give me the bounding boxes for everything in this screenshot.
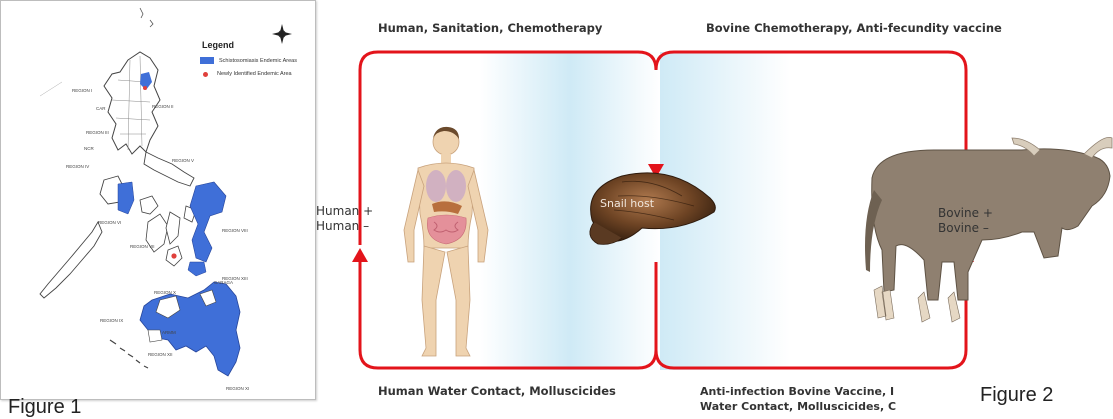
region-label: REGION VI [98,220,121,225]
mindanao-island [140,282,240,376]
newly-identified-marker [171,253,176,258]
legend-item-endemic: Schistosomiasis Endemic Areas [200,57,297,64]
region-label: REGION XIII [222,276,248,281]
label-anti-infection-vaccine-line1: Anti-infection Bovine Vaccine, I [700,385,894,398]
luzon-island [104,52,160,154]
cycle-drawing [322,0,1113,419]
region-label: REGION XII [148,352,173,357]
legend-title: Legend [202,40,234,50]
region-label: CAR [96,106,106,111]
transmission-cycle-diagram: Human, Sanitation, Chemotherapy Bovine C… [322,0,1113,419]
map-legend: Legend Schistosomiasis Endemic Areas New… [196,40,308,110]
legend-label-endemic: Schistosomiasis Endemic Areas [219,58,297,64]
legend-label-new: Newly Identified Endemic Area [217,71,292,77]
figure1-caption: Figure 1 [8,396,81,419]
human-negative-text: Human – [316,219,373,234]
label-human-sanitation-chemotherapy: Human, Sanitation, Chemotherapy [378,21,602,35]
bovine-positive-text: Bovine + [938,206,993,221]
region-label: REGION V [172,158,194,163]
region-label: REGION XI [226,386,249,391]
arrow-up-left-icon [352,248,368,262]
region-label: REGION IX [100,318,123,323]
human-figure-illustration [404,127,488,356]
region-label: REGION I [72,88,92,93]
region-label: ARMM [162,330,176,335]
region-label: REGION IV [66,164,89,169]
bovine-status-label: Bovine + Bovine – [938,206,993,236]
region-label: REGION VII [130,244,155,249]
legend-swatch-endemic [200,57,214,64]
legend-item-new: Newly Identified Endemic Area [200,71,292,77]
region-label: REGION VIII [222,228,248,233]
label-human-water-contact: Human Water Contact, Molluscicides [378,384,616,398]
snail-host-label: Snail host [600,196,654,211]
figure2-caption: Figure 2 [980,384,1053,407]
bovine-negative-text: Bovine – [938,221,993,236]
legend-swatch-new [203,72,208,77]
palawan-island [40,222,102,298]
label-anti-infection-vaccine-line2: Water Contact, Molluscicides, C [700,400,896,413]
human-positive-text: Human + [316,204,373,219]
region-label: REGION X [154,290,176,295]
philippines-map-figure: Legend Schistosomiasis Endemic Areas New… [0,0,316,400]
human-status-label: Human + Human – [316,204,373,234]
region-label: REGION III [86,130,109,135]
label-bovine-chemotherapy-vaccine: Bovine Chemotherapy, Anti-fecundity vacc… [706,21,1002,35]
region-label: REGION II [152,104,174,109]
region-label: NCR [84,146,94,151]
